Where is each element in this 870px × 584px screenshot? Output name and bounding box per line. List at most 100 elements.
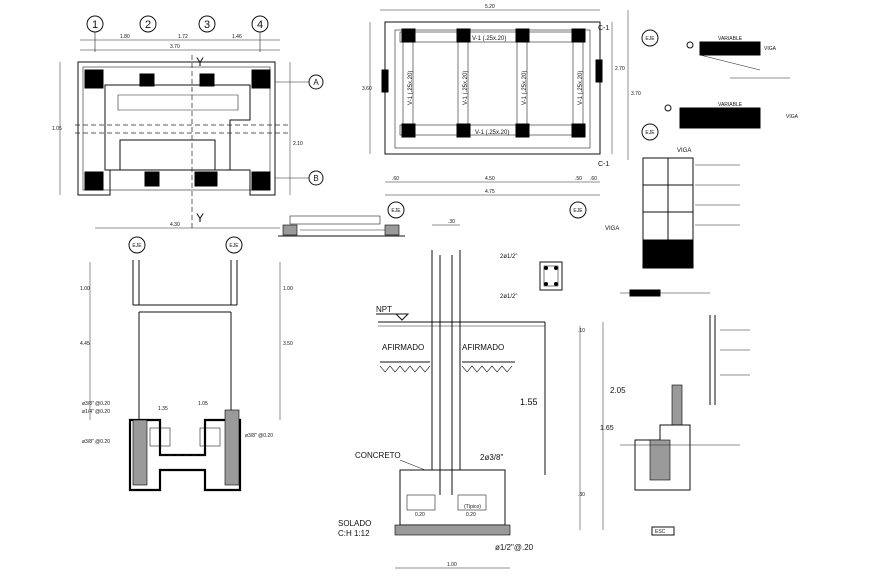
beam-label: V-1 (.25x.20): [475, 130, 509, 136]
viga-label: VIGA: [786, 114, 799, 120]
bar-label: 2ø3/8": [480, 453, 503, 462]
column-marker: [251, 69, 271, 89]
footing-width-dim: 1.00: [447, 562, 457, 568]
column-c1: [515, 123, 530, 138]
solado-label: SOLADO: [338, 519, 371, 528]
foundation-plan: 1 2 3 4 1.80 1.72 1.46 3.70: [52, 15, 324, 230]
elev-left-dim-mid: 4.45: [80, 341, 90, 347]
frame-left-dim: 3.60: [362, 86, 372, 92]
plan-dim-1: 1.80: [120, 34, 130, 40]
plan-dim-3: 1.46: [232, 34, 242, 40]
afirmado-left: AFIRMADO: [382, 343, 424, 352]
eje-bubble: [569, 201, 587, 219]
beam-variable-details: VARIABLE VIGA VARIABLE VIGA: [664, 36, 799, 129]
viga-label: VIGA: [605, 226, 619, 232]
column-marker: [251, 171, 271, 191]
col-rebar-bottom: 2ø1/2": [500, 294, 517, 300]
eje-label: EJE: [573, 208, 583, 214]
plan-overall-dim: 3.70: [170, 44, 180, 50]
plan-left-dim: 1.05: [52, 126, 62, 132]
depth-dim-165: 1.65: [600, 425, 614, 432]
eje-bubble: [641, 29, 659, 47]
frame-right-dim-1: 2.70: [615, 66, 625, 72]
column-cross-section: 2ø1/2" 2ø1/2": [500, 254, 563, 300]
column-c1: [401, 28, 416, 43]
elev-dim-b: 1.05: [198, 401, 208, 407]
depth-dim-top: .10: [578, 328, 585, 334]
column-marker: [144, 171, 160, 187]
column-tag-bottom: C-1: [598, 161, 609, 168]
svg-text:3: 3: [204, 19, 210, 31]
frame-overall-bottom: 4.75: [485, 189, 495, 195]
rebar-label: ø3/8" @0.20: [82, 439, 110, 445]
frame-bottom-dim: 4.50: [485, 176, 495, 182]
beam-label: V-1 (.25x.20): [408, 71, 414, 105]
column-c1: [571, 123, 586, 138]
bottom-bars-label: ø1/2"@.20: [495, 543, 534, 552]
axis-bubble-1: 1: [86, 15, 104, 52]
variable-label: VARIABLE: [718, 36, 743, 42]
beam-label: V-1 (.25x.20): [578, 71, 584, 105]
tank-elevation: EJE EJE 1.00 4.45 1.00 3.50 ø3/8" @0.20 …: [80, 236, 293, 492]
axis-bubble-4: 4: [251, 15, 269, 52]
eje-bubble: [225, 236, 243, 254]
eje-label: EJE: [132, 243, 142, 249]
depth-dim-155: 1.55: [520, 397, 538, 407]
elev-dim-a: 1.35: [158, 406, 168, 412]
wall-section-detail: ESC: [620, 289, 750, 536]
depth-dim-205: 2.05: [610, 386, 626, 395]
eje-bubble: [387, 201, 405, 219]
axis-bubble-3: 3: [198, 15, 216, 33]
column-c1: [456, 123, 471, 138]
column-c1: [515, 28, 530, 43]
axis-label-a: A: [313, 78, 319, 87]
footing-section: .30 NPT AFIRMADO AFIRMADO 1.55 .10 .30 1…: [338, 219, 626, 569]
elev-left-dim-top: 1.00: [80, 286, 90, 292]
svg-text:2: 2: [145, 19, 151, 31]
variable-label: VARIABLE: [718, 102, 743, 108]
beam-label: V-1 (.25x.20): [522, 71, 528, 105]
eje-label: EJE: [391, 208, 401, 214]
beam-frame-plan: 5.20 V-1 (.25x.20) V-1 (.25x.20) V-1 (.2…: [362, 4, 659, 219]
plan-side-dim: 2.10: [293, 141, 303, 147]
eje-bubble: [128, 236, 146, 254]
elev-right-dim-mid: 3.50: [283, 341, 293, 347]
column-marker: [84, 69, 104, 89]
plan-dim-2: 1.72: [178, 34, 188, 40]
axis-bubble-2: 2: [139, 15, 157, 33]
rebar-label: ø1/4" @0.20: [82, 409, 110, 415]
frame-right-dim-2: 3.70: [631, 91, 641, 97]
rebar-label: ø3/8" @0.20: [82, 401, 110, 407]
column-c1: [456, 28, 471, 43]
frame-bottom-dim: .60: [392, 176, 399, 182]
afirmado-right: AFIRMADO: [462, 343, 504, 352]
column-marker: [84, 171, 104, 191]
beam-small-section: [278, 215, 405, 237]
typ-dim: 0.20: [466, 512, 476, 518]
column-c1: [401, 123, 416, 138]
npt-label: NPT: [376, 305, 392, 314]
plan-bottom-dim: 4.30: [170, 222, 180, 228]
viga-label: VIGA: [677, 148, 691, 154]
solado-mix: C:H 1:12: [338, 529, 370, 538]
typ-dim-left: 0.20: [415, 512, 425, 518]
viga-label: VIGA: [764, 46, 777, 52]
column-tag-top: C-1: [598, 25, 609, 32]
axis-label-b: B: [313, 174, 318, 183]
eje-bubble: [641, 123, 659, 141]
beam-label: V-1 (.25x.20): [472, 36, 506, 42]
column-marker: [139, 73, 155, 87]
frame-bottom-dim: .50: [575, 176, 582, 182]
eje-label: EJE: [645, 130, 655, 136]
rebar-label: ø3/8" @0.20: [245, 433, 273, 439]
section-mark-top: Y: [196, 55, 204, 69]
column-marker: [194, 171, 218, 187]
eje-label: EJE: [645, 36, 655, 42]
concreto-label: CONCRETO: [355, 451, 401, 460]
frame-bottom-dim: .60: [590, 176, 597, 182]
col-rebar-top: 2ø1/2": [500, 254, 517, 260]
column-stack-detail: VIGA VIGA: [605, 148, 740, 269]
beam-label: V-1 (.25x.20): [463, 71, 469, 105]
typ-note: (Típico): [464, 504, 481, 510]
